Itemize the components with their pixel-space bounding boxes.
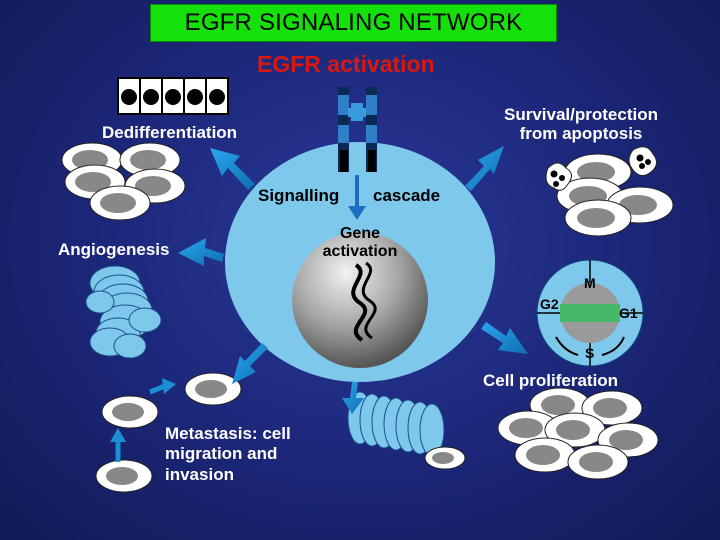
survival-label: Survival/protection from apoptosis xyxy=(486,105,676,143)
metastasis-label-line2: migration and xyxy=(165,444,278,464)
survival-label-line2: from apoptosis xyxy=(519,123,643,143)
dna-strand xyxy=(351,263,368,342)
egfr-receptor xyxy=(338,87,377,172)
dedifferentiation-label: Dedifferentiation xyxy=(102,123,238,142)
metastasis-label-line1: Metastasis: cell xyxy=(165,424,291,443)
page-title: EGFR SIGNALING NETWORK xyxy=(150,4,557,42)
metastasis-label-line3: invasion xyxy=(165,464,234,484)
arrow-proliferation xyxy=(481,322,528,354)
surviving-cells xyxy=(556,153,674,237)
apoptotic-cells xyxy=(545,146,657,191)
migrating-cells xyxy=(95,372,242,493)
gene-label-line1: Gene xyxy=(339,225,380,242)
dna-strand xyxy=(361,261,377,340)
metastasis-label: Metastasis: cell migration and invasion xyxy=(165,424,291,485)
invaded-vessel xyxy=(347,391,445,457)
arrow-dedifferentiation xyxy=(210,148,255,190)
phase-s-label: S xyxy=(585,345,594,361)
outward-arrows xyxy=(178,146,528,414)
proliferation-label: Cell proliferation xyxy=(483,371,619,390)
dedifferentiated-cells xyxy=(61,142,186,221)
cell-cycle-diagram xyxy=(536,259,644,367)
epithelial-cells xyxy=(117,77,229,115)
blood-vessel xyxy=(85,265,162,359)
cascade-label: cascade xyxy=(373,186,441,205)
proliferating-cells xyxy=(497,387,659,480)
phase-m-label: M xyxy=(584,275,596,291)
arrow-survival xyxy=(465,146,504,191)
signalling-label: Signalling xyxy=(258,186,340,205)
egfr-activation-label: EGFR activation xyxy=(257,51,435,77)
phase-g1-label: G1 xyxy=(619,305,638,321)
gene-label-line2: activation xyxy=(322,242,398,260)
gene-activation-label: Gene activation xyxy=(300,225,420,260)
angiogenesis-label: Angiogenesis xyxy=(58,240,170,259)
survival-label-line1: Survival/protection xyxy=(504,105,658,124)
arrow-metastasis xyxy=(232,343,268,384)
phase-g2-label: G2 xyxy=(540,296,559,312)
arrow-invasion xyxy=(342,382,364,414)
arrow-angiogenesis xyxy=(178,238,224,266)
nucleus xyxy=(292,232,428,368)
